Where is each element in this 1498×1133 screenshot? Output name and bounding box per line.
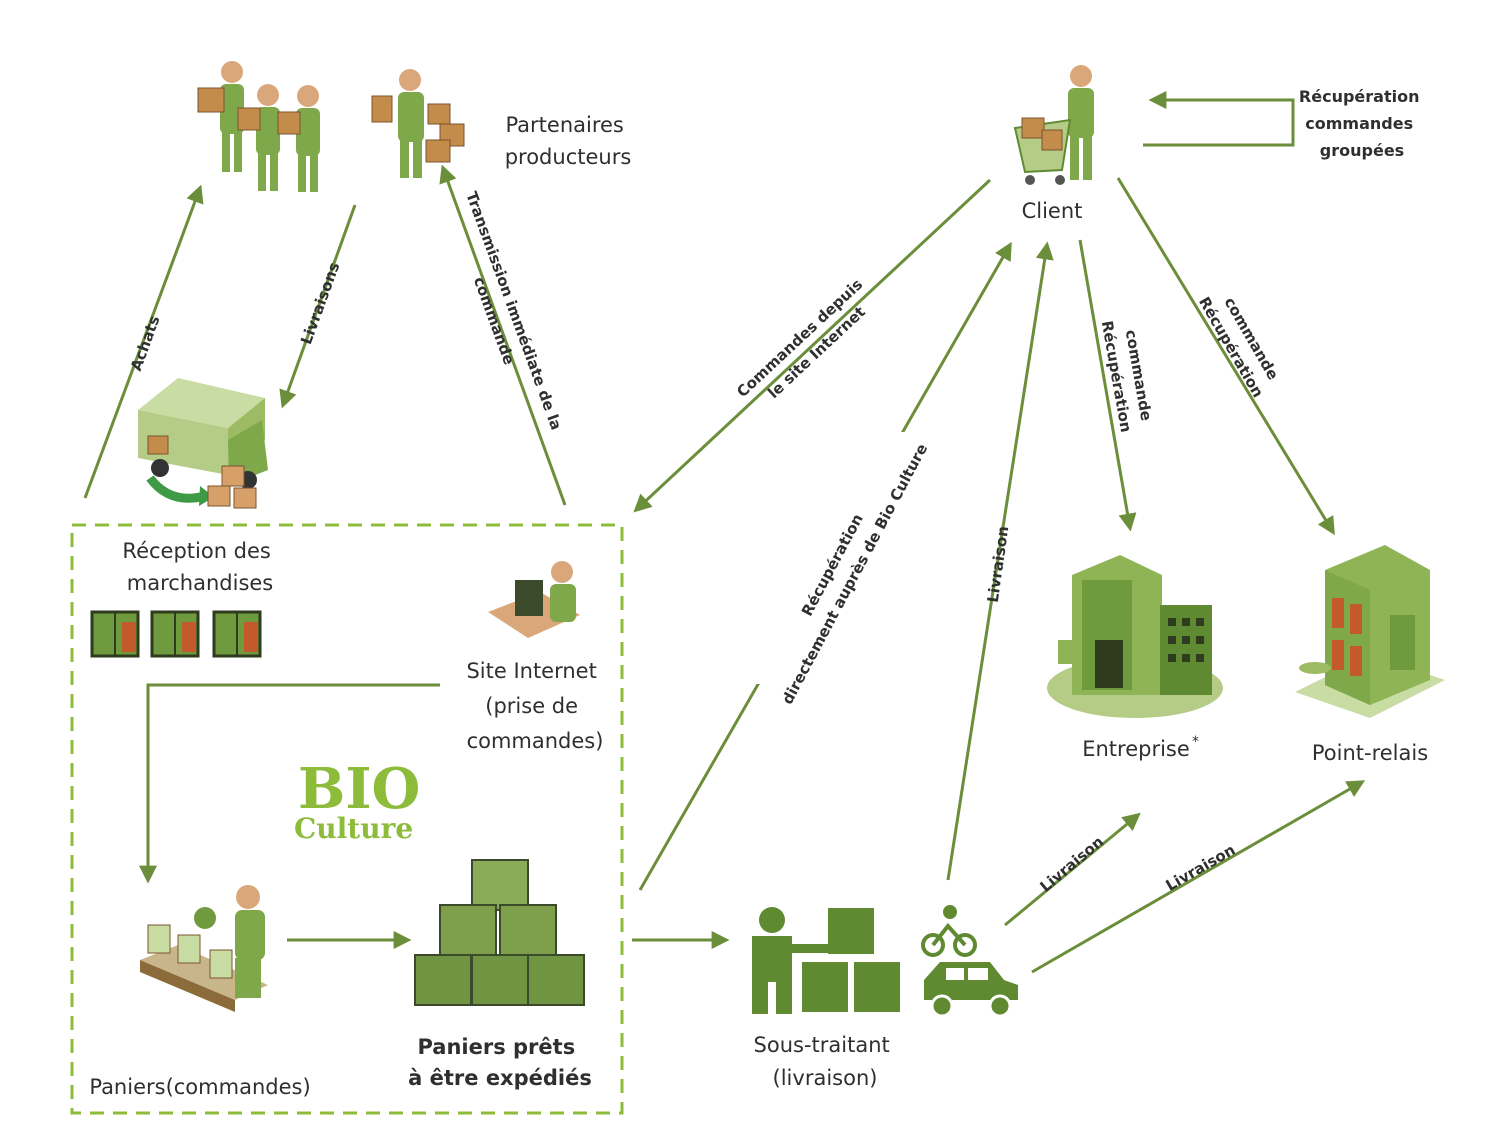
ready-label-line2: à être expédiés [408, 1066, 592, 1090]
client-icon [1013, 65, 1094, 185]
edge-transmission-label: Transmission immédiate de la commande [442, 189, 568, 445]
edge-livraison-client-label: Livraison [984, 525, 1013, 604]
website-operator-icon [488, 561, 580, 638]
arrow-grouped [1143, 91, 1295, 147]
bio-culture-logo: BIO Culture [294, 756, 420, 845]
producer-icon [371, 69, 465, 178]
paniers-label: Paniers(commandes) [89, 1075, 310, 1099]
ready-label: Paniers prêts à être expédiés [408, 1035, 592, 1090]
partners-label-line2: producteurs [505, 145, 632, 169]
edge-livraison-relay-label: Livraison [1163, 841, 1239, 895]
edge-livraison-entreprise-label: Livraison [1036, 833, 1107, 896]
bicycle-icon [921, 905, 977, 957]
logo-bio-text: BIO [298, 756, 420, 822]
site-label-line3: commandes) [467, 729, 604, 753]
reception-label-line1: Réception des [122, 539, 270, 563]
bio-culture-boundary [70, 523, 624, 1115]
client-label: Client [1022, 199, 1083, 223]
enterprise-building-icon [1047, 555, 1223, 718]
site-label-line1: Site Internet [466, 659, 596, 683]
producers-icon [197, 61, 320, 192]
subcontractor-label: Sous-traitant (livraison) [754, 1033, 897, 1090]
relay-shop-icon [1295, 545, 1445, 718]
edge-commandes-line1: Commandes depuis [733, 275, 866, 401]
subcontractor-label-line2: (livraison) [773, 1066, 878, 1090]
grouped-label-line1: Récupération [1299, 87, 1420, 106]
site-label: Site Internet (prise de commandes) [466, 659, 603, 753]
logo-culture-text: Culture [294, 812, 413, 845]
reception-label-line2: marchandises [127, 571, 274, 595]
edge-recup-relay-label: Récupération commande [1195, 283, 1289, 405]
arrow-livraison-entreprise [1004, 812, 1141, 927]
ready-label-line1: Paniers prêts [417, 1035, 575, 1059]
reception-label: Réception des marchandises [122, 539, 277, 595]
crate-stack-icon [414, 859, 585, 1006]
car-icon [924, 962, 1018, 1018]
edge-transmission-line1: Transmission immédiate de la [462, 189, 565, 432]
relay-label: Point-relais [1312, 741, 1428, 765]
arrow-livraison-relay [1031, 780, 1366, 974]
partners-label: Partenaires producteurs [505, 113, 632, 169]
grouped-label-line2: commandes [1305, 114, 1413, 133]
edge-commandes-label: Commandes depuis le site Internet [733, 272, 885, 417]
arrow-achats [83, 184, 204, 499]
subcontractor-label-line1: Sous-traitant [754, 1033, 890, 1057]
grouped-label: Récupération commandes groupées [1299, 87, 1425, 160]
subcontractor-icon [752, 907, 900, 1014]
arrow-livraisons [279, 204, 357, 409]
label-mask-direct [742, 432, 947, 684]
grouped-label-line3: groupées [1320, 141, 1404, 160]
entreprise-note: * [1192, 734, 1199, 750]
arrow-transmission [439, 164, 567, 506]
arrow-recup-entreprise [1078, 239, 1137, 532]
partners-label-line1: Partenaires [505, 113, 623, 137]
edge-livraisons-label: Livraisons [297, 260, 343, 347]
arrow-recup-relay [1116, 177, 1335, 536]
edge-recup-entreprise-label: Récupération commande [1098, 316, 1158, 439]
arrow-site-to-paniers [139, 683, 440, 884]
edge-achats-label: Achats [127, 313, 164, 373]
arrow-livraison-client [946, 241, 1054, 881]
production-line-icon [140, 885, 268, 1012]
site-label-line2: (prise de [485, 694, 578, 718]
reception-crates-icon [90, 610, 262, 658]
arrows [83, 91, 1366, 974]
truck-icon [138, 378, 268, 509]
arrow-commandes [633, 178, 992, 513]
entreprise-label: Entreprise [1082, 737, 1190, 761]
